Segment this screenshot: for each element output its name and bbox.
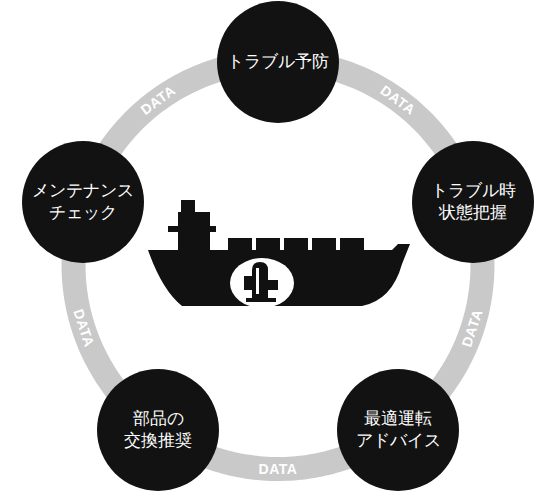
engine-symbol	[256, 268, 259, 294]
ship-container	[256, 238, 280, 250]
engine-symbol	[252, 262, 268, 298]
process-circle: メンテナンス チェック	[22, 141, 144, 263]
ship-container	[228, 238, 252, 250]
ship-bridge-wing	[168, 226, 216, 232]
engine-symbol	[244, 276, 252, 290]
engine-symbol	[246, 298, 276, 302]
node-label: トラブル時 状態把握	[419, 180, 527, 225]
edge-label: DATA	[259, 461, 298, 477]
process-circle: 最適運転 アドバイス	[337, 369, 459, 491]
process-circle: 部品の 交換推奨	[97, 369, 219, 491]
process-circle: トラブル時 状態把握	[412, 141, 534, 263]
ship-funnel	[181, 200, 195, 214]
ship-container	[284, 238, 308, 250]
engine-window	[230, 258, 294, 308]
data-ring-segment	[329, 68, 449, 156]
data-ring-segment	[106, 68, 226, 156]
ship-container	[340, 238, 364, 250]
ship-illustration	[148, 200, 410, 308]
node-label: トラブル予防	[227, 51, 329, 73]
engine-symbol	[268, 280, 278, 290]
ship-container	[312, 238, 336, 250]
node-label: 最適運転 アドバイス	[344, 408, 452, 453]
node-label: メンテナンス チェック	[29, 180, 137, 225]
ring-layer	[74, 68, 483, 469]
node-label: 部品の 交換推奨	[104, 408, 212, 453]
process-circle: トラブル予防	[217, 1, 339, 123]
